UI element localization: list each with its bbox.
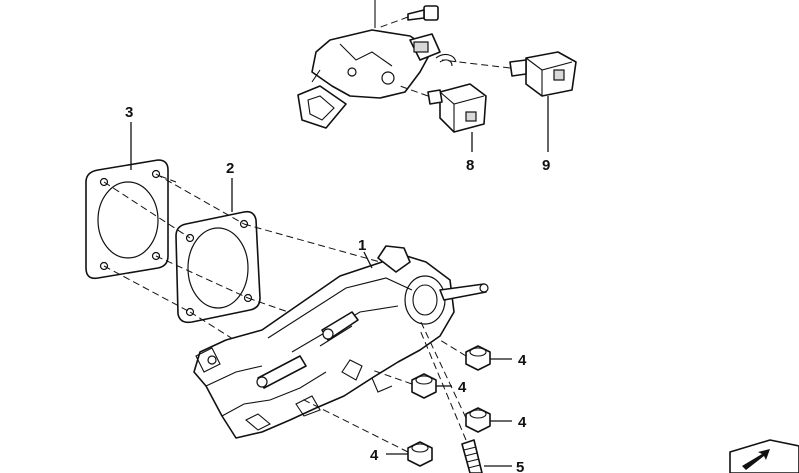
callout-4c: 4 — [518, 414, 527, 431]
nut-4b — [371, 369, 437, 399]
switch-part-9 — [441, 51, 577, 97]
leader-1 — [363, 251, 373, 269]
callout-3: 3 — [125, 104, 133, 121]
nut-4a — [439, 339, 491, 371]
clip-top — [435, 53, 457, 67]
callout-9: 9 — [542, 157, 550, 174]
nut-4c — [419, 319, 491, 433]
nut-4d — [299, 397, 433, 467]
switch-part-8 — [399, 83, 487, 133]
callout-5: 5 — [516, 459, 524, 473]
callout-2: 2 — [226, 160, 234, 177]
callout-4b: 4 — [458, 379, 467, 396]
plate-part-2 — [175, 210, 261, 324]
callout-4a: 4 — [518, 352, 527, 369]
bolt-part-5 — [419, 329, 483, 473]
screw-top — [377, 5, 439, 29]
diagonal-arrow-icon — [729, 439, 799, 473]
gasket-part-3 — [85, 159, 169, 280]
callout-4d: 4 — [370, 447, 379, 464]
pedal-bracket-top — [297, 0, 441, 129]
callout-1: 1 — [358, 237, 366, 254]
callout-8: 8 — [466, 157, 474, 174]
pedal-housing-part-1 — [193, 245, 489, 439]
